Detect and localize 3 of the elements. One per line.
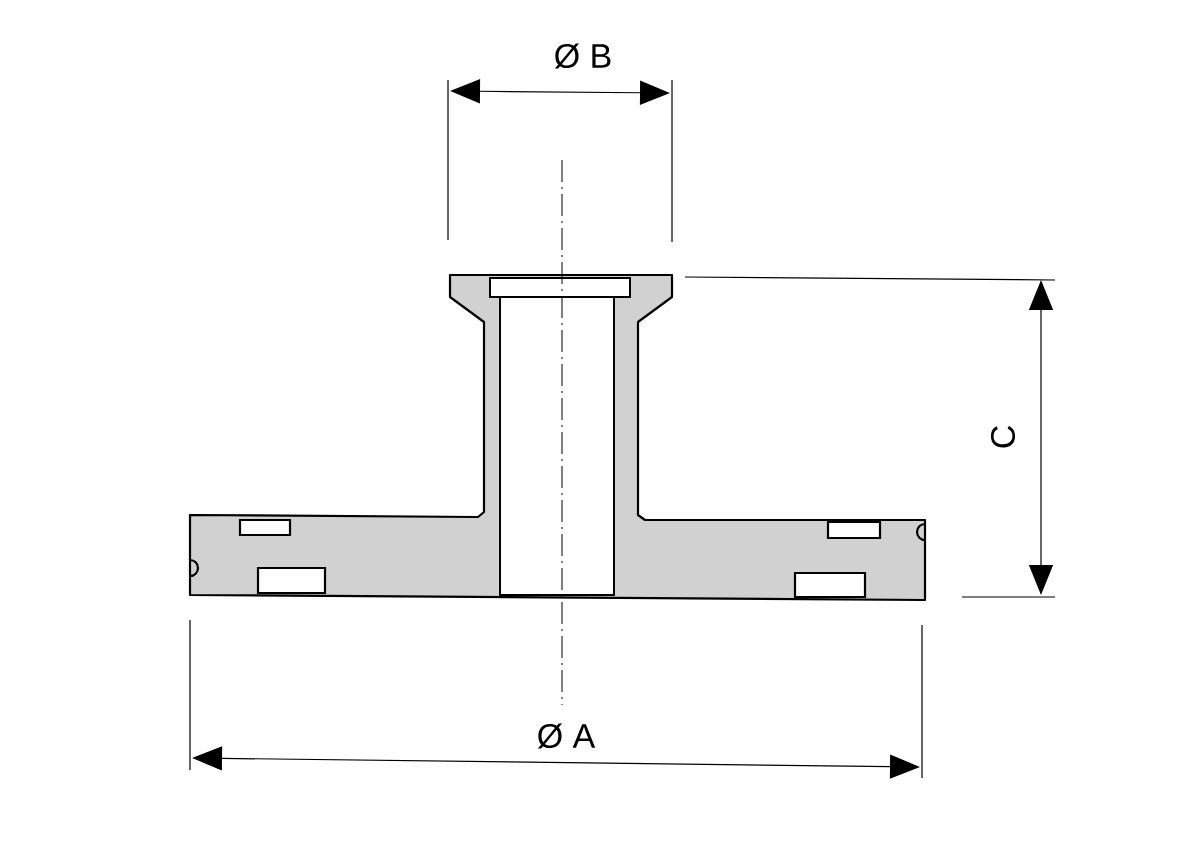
dimension-label: C [990,426,1016,448]
dimension-label: Ø A [537,723,596,749]
dimension-label: Ø B [554,43,611,69]
